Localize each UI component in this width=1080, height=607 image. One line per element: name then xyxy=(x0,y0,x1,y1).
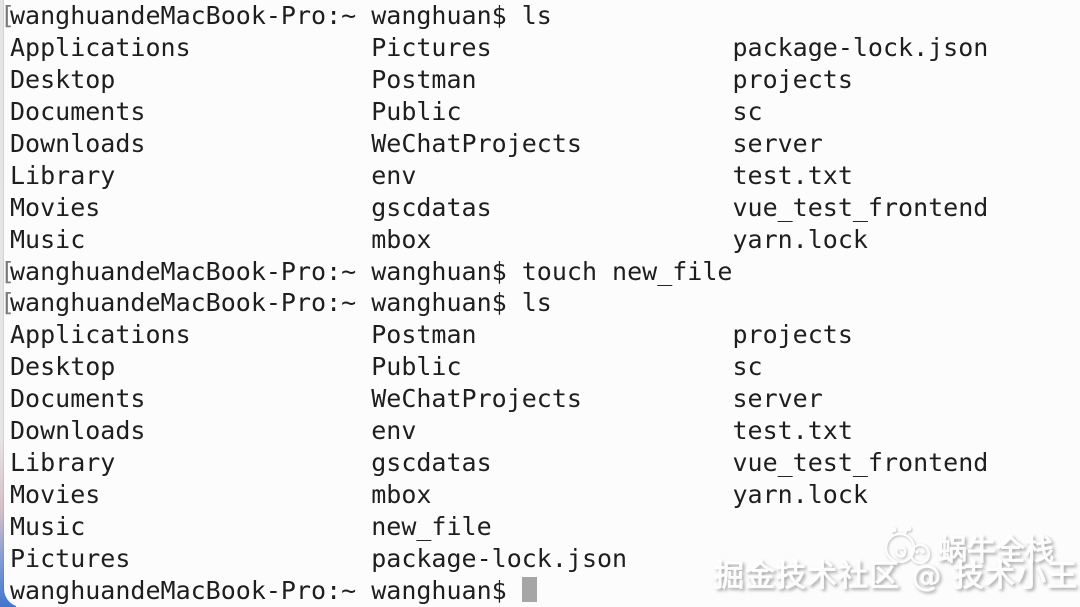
terminal-output-line: Music mbox yarn.lock xyxy=(10,224,1080,256)
terminal-output-line: Pictures package-lock.json xyxy=(10,543,1080,575)
ls-output-row: Music new_file xyxy=(10,512,492,541)
terminal-output-line: Movies mbox yarn.lock xyxy=(10,479,1080,511)
prompt-text: wanghuandeMacBook-Pro:~ wanghuan$ xyxy=(10,575,522,605)
ls-output-row: Library gscdatas vue_test_frontend xyxy=(10,448,989,478)
command-text: wanghuandeMacBook-Pro:~ wanghuan$ touch … xyxy=(10,256,733,286)
terminal-output-line: Music new_file xyxy=(10,511,1080,543)
prompt-mark: [ xyxy=(0,288,16,318)
ls-output-row: Music mbox yarn.lock xyxy=(10,224,868,254)
terminal-cursor xyxy=(521,577,537,603)
terminal-output-line: Desktop Public sc xyxy=(10,351,1080,383)
ls-output-row: Documents Public sc xyxy=(10,96,763,126)
terminal-prompt-line[interactable]: wanghuandeMacBook-Pro:~ wanghuan$ xyxy=(10,575,1080,607)
ls-output-row: Desktop Public sc xyxy=(10,352,763,382)
terminal-output-line: Desktop Postman projects xyxy=(10,64,1080,96)
ls-output-row: Downloads WeChatProjects server xyxy=(10,128,823,158)
terminal-output-line: Documents WeChatProjects server xyxy=(10,383,1080,415)
ls-output-row: Library env test.txt xyxy=(10,160,853,190)
command-text: wanghuandeMacBook-Pro:~ wanghuan$ ls xyxy=(10,1,552,30)
terminal-command-line: [wanghuandeMacBook-Pro:~ wanghuan$ ls xyxy=(0,0,1080,32)
terminal-output-line: Library gscdatas vue_test_frontend xyxy=(10,447,1080,479)
terminal-output-line: Applications Postman projects xyxy=(10,319,1080,351)
ls-output-row: Downloads env test.txt xyxy=(10,416,853,446)
terminal-output-line: Downloads env test.txt xyxy=(10,415,1080,447)
ls-output-row: Documents WeChatProjects server xyxy=(10,384,823,414)
ls-output-row: Applications Postman projects xyxy=(10,320,853,350)
ls-output-row: Applications Pictures package-lock.json xyxy=(10,32,989,62)
prompt-mark: [ xyxy=(0,256,16,286)
terminal-output-line: Library env test.txt xyxy=(10,160,1080,192)
terminal-command-line: [wanghuandeMacBook-Pro:~ wanghuan$ ls xyxy=(0,287,1080,319)
command-text: wanghuandeMacBook-Pro:~ wanghuan$ ls xyxy=(10,288,552,318)
ls-output-row: Pictures package-lock.json xyxy=(10,543,628,573)
terminal-command-line: [wanghuandeMacBook-Pro:~ wanghuan$ touch… xyxy=(0,256,1080,288)
prompt-mark: [ xyxy=(0,1,16,30)
ls-output-row: Desktop Postman projects xyxy=(10,64,853,94)
ls-output-row: Movies mbox yarn.lock xyxy=(10,480,868,510)
terminal-output-line: Downloads WeChatProjects server xyxy=(10,128,1080,160)
terminal-output-line: Applications Pictures package-lock.json xyxy=(10,32,1080,64)
terminal-output-line: Documents Public sc xyxy=(10,96,1080,128)
terminal-output-line: Movies gscdatas vue_test_frontend xyxy=(10,192,1080,224)
ls-output-row: Movies gscdatas vue_test_frontend xyxy=(10,192,989,222)
